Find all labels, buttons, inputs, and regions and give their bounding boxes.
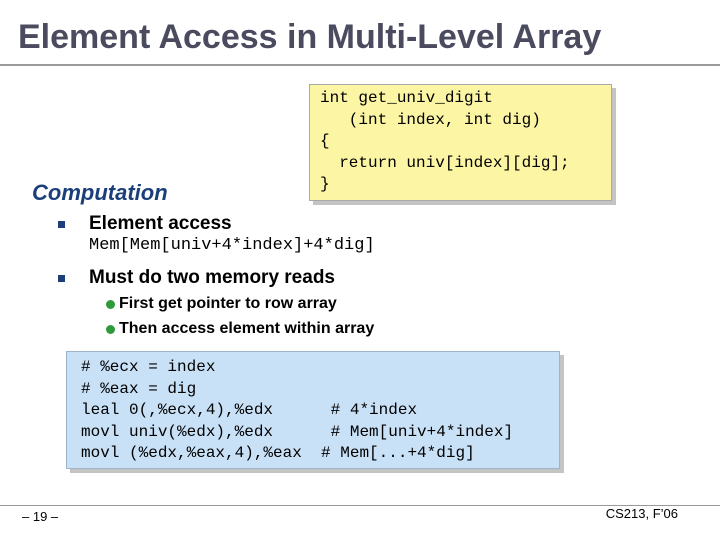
c-code-line: }	[320, 175, 330, 193]
square-bullet-icon	[58, 221, 65, 228]
computation-heading: Computation	[32, 180, 168, 205]
round-bullet-icon	[106, 300, 115, 309]
asm-line: leal 0(,%ecx,4),%edx # 4*index	[81, 401, 418, 420]
c-code-box: int get_univ_digit (int index, int dig) …	[309, 84, 612, 201]
round-bullet-icon	[106, 325, 115, 334]
square-bullet-icon	[58, 275, 65, 282]
bullet-element-access: Element access	[89, 213, 232, 234]
asm-line: movl univ(%edx),%edx # Mem[univ+4*index]	[81, 422, 514, 441]
c-code-line: {	[320, 132, 330, 150]
slide-title: Element Access in Multi-Level Array	[18, 18, 602, 56]
assembly-code-box: # %ecx = index # %eax = dig leal 0(,%ecx…	[66, 351, 560, 469]
sub-bullet-access-element: Then access element within array	[119, 320, 375, 337]
asm-line: # %ecx = index	[81, 358, 216, 376]
title-divider	[0, 64, 720, 66]
bullet-element-access-formula: Mem[Mem[univ+4*index]+4*dig]	[89, 236, 375, 255]
c-code-line: (int index, int dig)	[320, 110, 541, 129]
bullet-two-reads: Must do two memory reads	[89, 267, 335, 288]
c-code-line: int get_univ_digit	[320, 89, 493, 107]
footer-divider	[0, 505, 720, 506]
page-number: – 19 –	[22, 509, 59, 524]
course-label: CS213, F’06	[605, 506, 678, 521]
asm-line: # %eax = dig	[81, 379, 197, 398]
asm-line: movl (%edx,%eax,4),%eax # Mem[...+4*dig]	[81, 444, 475, 463]
c-code-line: return univ[index][dig];	[320, 153, 570, 172]
sub-bullet-row-pointer: First get pointer to row array	[119, 295, 337, 312]
